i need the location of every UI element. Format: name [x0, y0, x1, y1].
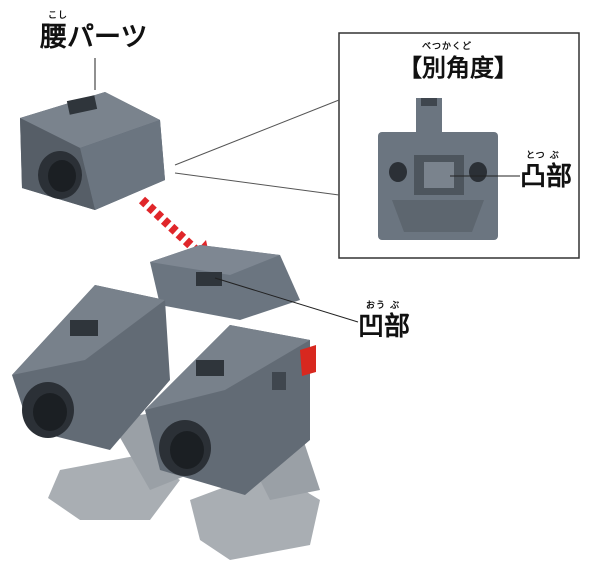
waist-parts-ruby: こし [48, 11, 69, 21]
convex-ruby: とつ ぶ [526, 151, 560, 161]
concave-ruby: おう ぶ [366, 301, 401, 311]
callout-line-top [174, 99, 340, 166]
alt-angle-part [378, 98, 520, 240]
waist-part-cube [20, 58, 165, 210]
robot-body [12, 245, 359, 560]
convex-label: 凸部 [520, 162, 573, 192]
alt-angle-ruby: べつかくど [422, 42, 473, 52]
concave-label: 凹部 [358, 312, 411, 342]
alt-angle-label: 【別角度】 [398, 54, 518, 82]
waist-parts-label: 腰パーツ [40, 22, 148, 53]
callout-line-bottom [174, 172, 340, 196]
